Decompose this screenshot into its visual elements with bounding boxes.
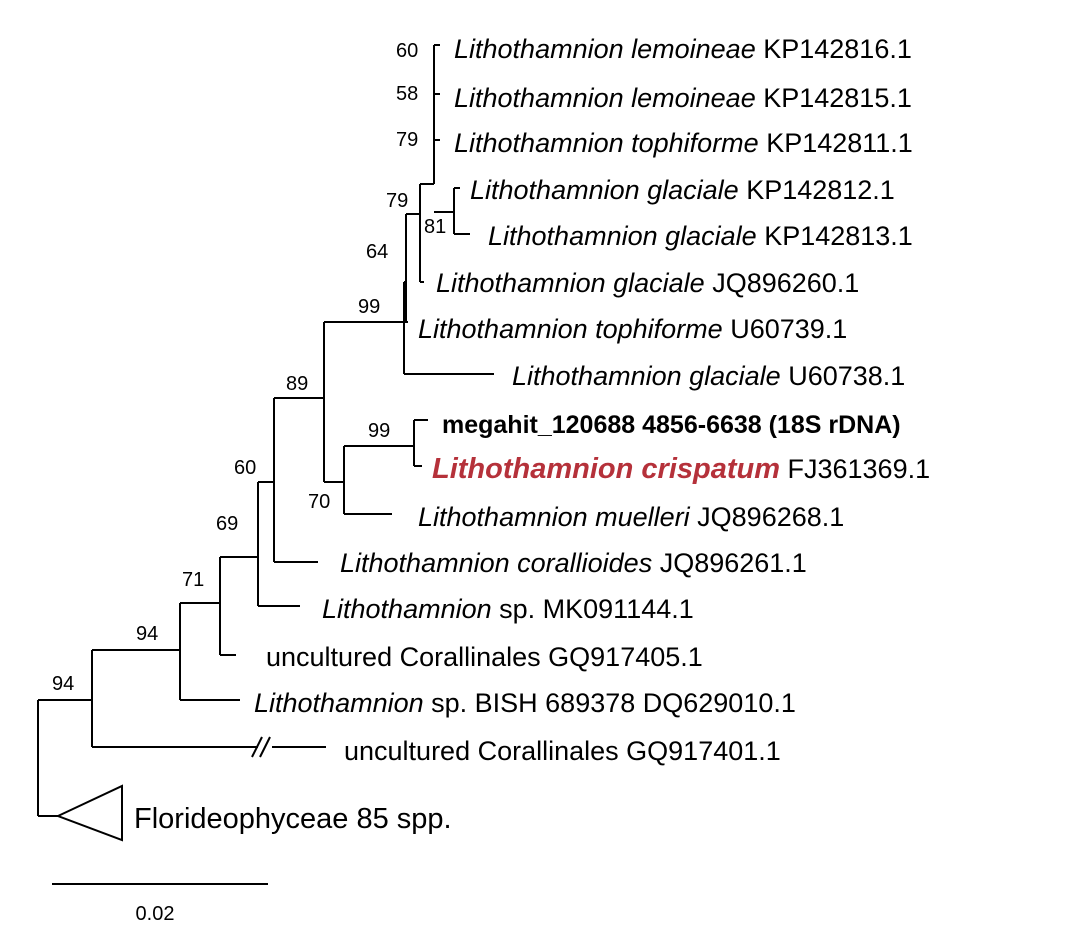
leaf-label: Lithothamnion muelleri JQ896268.1: [418, 502, 844, 532]
leaf-taxon-name: Lithothamnion crispatum: [432, 453, 780, 485]
leaf-label: Lithothamnion lemoineae KP142815.1: [454, 83, 912, 113]
leaf-taxon-name: Lithothamnion: [254, 688, 424, 718]
support-value: 94: [52, 673, 74, 695]
leaf-taxon-name: Lithothamnion muelleri: [418, 502, 691, 532]
leaf-taxon-name: Lithothamnion lemoineae: [454, 34, 756, 64]
support-value: 64: [366, 241, 388, 263]
leaf-label: Lithothamnion tophiforme KP142811.1: [454, 128, 913, 158]
leaf-taxon-name: Lithothamnion lemoineae: [454, 83, 756, 113]
leaf-accession: JQ896261.1: [652, 548, 807, 578]
support-values: 60 58 79 79 81 64 99 89 99 70 60 69 71 94 94: [52, 40, 446, 695]
leaf-taxon-name: Lithothamnion corallioides: [340, 548, 652, 578]
support-value: 79: [396, 129, 418, 151]
leaf-taxon-name: Lithothamnion: [322, 594, 492, 624]
leaf-accession: U60738.1: [781, 361, 906, 391]
support-value: 89: [286, 373, 308, 395]
leaf-label: Lithothamnion glaciale U60738.1: [512, 361, 905, 391]
branch-break-mark: [251, 736, 263, 758]
leaf-label: Lithothamnion sp. MK091144.1: [322, 594, 694, 624]
scale-bar: 0.02: [52, 883, 268, 925]
leaf-accession: KP142811.1: [759, 128, 913, 158]
leaf-taxon-name: Lithothamnion tophiforme: [418, 314, 723, 344]
leaf-taxon-name: Lithothamnion glaciale: [488, 221, 757, 251]
support-value: 60: [396, 40, 418, 62]
leaf-accession: sp. BISH 689378 DQ629010.1: [424, 688, 796, 718]
leaf-labels: Lithothamnion lemoineae KP142816.1Lithot…: [134, 34, 930, 835]
leaf-label: Lithothamnion glaciale JQ896260.1: [436, 268, 859, 298]
leaf-taxon-name: Lithothamnion tophiforme: [454, 128, 759, 158]
support-value: 79: [386, 190, 408, 212]
support-value: 81: [424, 216, 446, 238]
leaf-accession: JQ896268.1: [690, 502, 845, 532]
support-value: 69: [216, 513, 238, 535]
leaf-accession: KP142812.1: [739, 175, 895, 205]
leaf-label: uncultured Corallinales GQ917405.1: [266, 642, 703, 672]
support-value: 71: [182, 569, 204, 591]
support-value: 99: [368, 420, 390, 442]
leaf-label: Florideophyceae 85 spp.: [134, 803, 452, 835]
leaf-accession: KP142813.1: [757, 221, 913, 251]
scale-bar-label: 0.02: [136, 903, 175, 925]
branch-break-mark: [259, 736, 271, 758]
leaf-accession: uncultured Corallinales GQ917405.1: [266, 642, 703, 672]
leaf-label: megahit_120688 4856-6638 (18S rDNA): [442, 411, 901, 439]
leaf-label: Lithothamnion sp. BISH 689378 DQ629010.1: [254, 688, 796, 718]
leaf-accession: uncultured Corallinales GQ917401.1: [344, 736, 781, 766]
support-value: 60: [234, 457, 256, 479]
support-value: 99: [358, 296, 380, 318]
support-value: 58: [396, 83, 418, 105]
leaf-accession: JQ896260.1: [705, 268, 860, 298]
leaf-taxon-name: Lithothamnion glaciale: [436, 268, 705, 298]
leaf-label: uncultured Corallinales GQ917401.1: [344, 736, 781, 766]
leaf-label: Lithothamnion tophiforme U60739.1: [418, 314, 847, 344]
leaf-accession: megahit_120688 4856-6638 (18S rDNA): [442, 411, 901, 439]
leaf-accession: U60739.1: [723, 314, 848, 344]
leaf-accession: FJ361369.1: [780, 454, 930, 484]
tree-branches: [37, 44, 494, 842]
leaf-label: Lithothamnion glaciale KP142813.1: [488, 221, 913, 251]
leaf-label: Lithothamnion crispatum FJ361369.1: [432, 453, 930, 485]
leaf-label: Lithothamnion glaciale KP142812.1: [470, 175, 895, 205]
leaf-accession: Florideophyceae 85 spp.: [134, 803, 452, 835]
leaf-accession: sp. MK091144.1: [492, 594, 694, 624]
support-value: 94: [136, 623, 158, 645]
leaf-accession: KP142815.1: [756, 83, 912, 113]
leaf-label: Lithothamnion corallioides JQ896261.1: [340, 548, 807, 578]
collapsed-clade-triangle: [55, 784, 123, 842]
leaf-taxon-name: Lithothamnion glaciale: [470, 175, 739, 205]
support-value: 70: [308, 491, 330, 513]
leaf-label: Lithothamnion lemoineae KP142816.1: [454, 34, 912, 64]
leaf-taxon-name: Lithothamnion glaciale: [512, 361, 781, 391]
leaf-accession: KP142816.1: [756, 34, 912, 64]
